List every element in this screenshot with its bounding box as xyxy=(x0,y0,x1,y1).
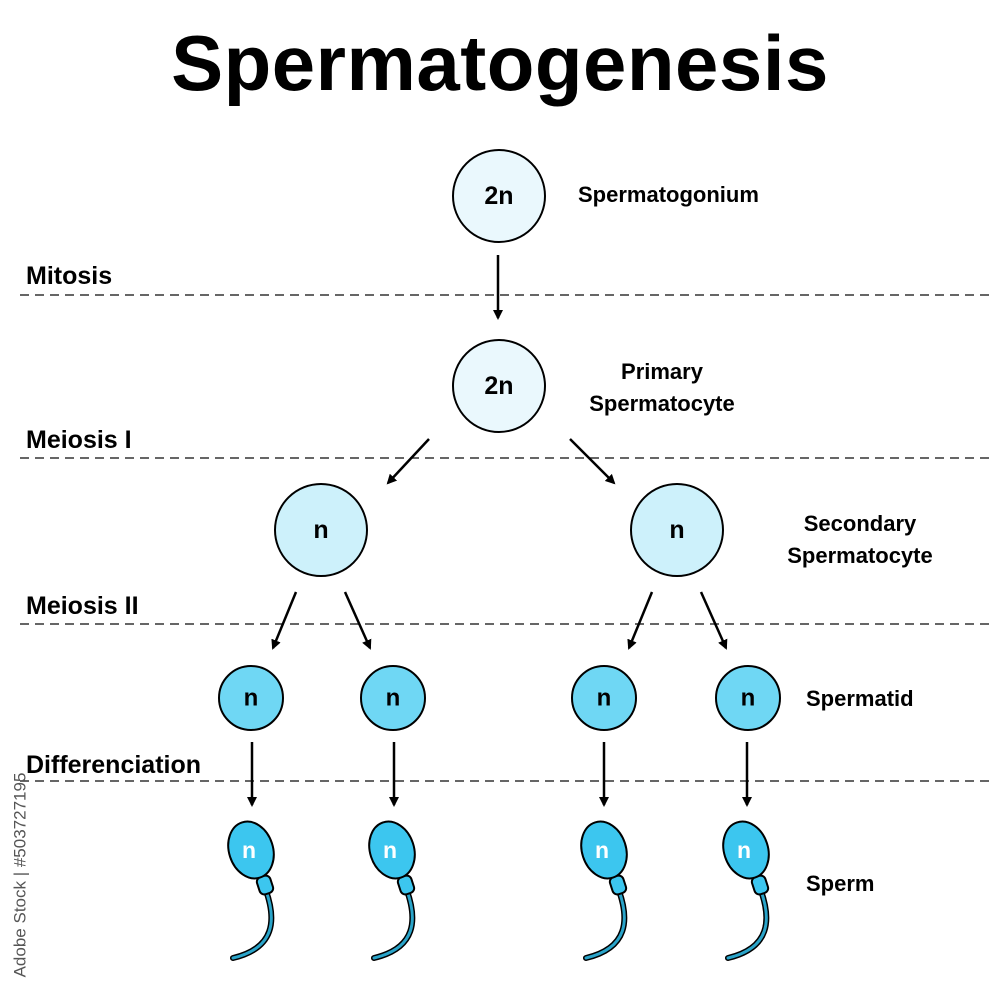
arrow-primary-to-secondary-right xyxy=(569,438,616,485)
ploidy-sperm-4: n xyxy=(737,837,751,863)
stage-label-meiosis-2: Meiosis II xyxy=(26,592,139,620)
label-secondary-line1: Secondary xyxy=(803,511,917,536)
stage-label-differenciation: Differenciation xyxy=(26,751,202,779)
stage-label-mitosis: Mitosis xyxy=(26,262,113,290)
cell-sperm-3: n xyxy=(580,820,628,961)
arrow-secondary-left-to-spermatid-2 xyxy=(343,591,372,650)
label-spermatid: Spermatid xyxy=(806,686,914,711)
cell-spermatid-1: n xyxy=(218,665,284,731)
ploidy-secondary-left: n xyxy=(313,516,328,544)
cell-primary-spermatocyte: 2n xyxy=(452,339,546,433)
sperm-tail-1 xyxy=(230,885,275,961)
ploidy-spermatogonium: 2n xyxy=(484,182,513,210)
ploidy-spermatid-2: n xyxy=(386,685,401,712)
sperm-head-3 xyxy=(580,820,628,880)
cell-sperm-1: n xyxy=(227,820,275,961)
arrow-secondary-left-to-spermatid-1 xyxy=(271,591,298,650)
sperm-head-1 xyxy=(227,820,275,880)
cell-spermatid-2: n xyxy=(360,665,426,731)
sperm-tail-4 xyxy=(725,885,770,961)
cell-secondary-spermatocyte-left: n xyxy=(274,483,368,577)
sperm-head-2 xyxy=(368,820,416,880)
arrow-primary-to-secondary-left xyxy=(386,438,430,485)
label-secondary-spermatocyte: Secondary Spermatocyte xyxy=(760,508,960,572)
stock-watermark: Adobe Stock | #503727195 xyxy=(8,765,32,990)
label-sperm: Sperm xyxy=(806,871,875,896)
label-primary-line2: Spermatocyte xyxy=(589,391,735,416)
ploidy-secondary-right: n xyxy=(669,516,684,544)
label-secondary-line2: Spermatocyte xyxy=(787,543,933,568)
sperm-head-4 xyxy=(722,820,770,880)
cell-spermatid-3: n xyxy=(571,665,637,731)
stage-label-meiosis-1: Meiosis I xyxy=(26,426,132,454)
cell-sperm-2: n xyxy=(368,820,416,961)
cell-secondary-spermatocyte-right: n xyxy=(630,483,724,577)
arrow-secondary-right-to-spermatid-4 xyxy=(699,591,728,650)
label-spermatogonium: Spermatogonium xyxy=(578,182,759,207)
watermark-text: Adobe Stock | #503727195 xyxy=(10,772,30,978)
label-primary-line1: Primary xyxy=(621,359,703,384)
cell-sperm-4: n xyxy=(722,820,770,961)
label-primary-spermatocyte: Primary Spermatocyte xyxy=(572,356,752,420)
ploidy-sperm-1: n xyxy=(242,837,256,863)
ploidy-spermatid-4: n xyxy=(741,685,756,712)
cell-spermatid-4: n xyxy=(715,665,781,731)
diagram-title: Spermatogenesis xyxy=(171,19,829,107)
cell-spermatogonium: 2n xyxy=(452,149,546,243)
sperm-tail-2 xyxy=(371,885,416,961)
ploidy-spermatid-3: n xyxy=(597,685,612,712)
sperm-tail-3 xyxy=(583,885,628,961)
ploidy-spermatid-1: n xyxy=(244,685,259,712)
ploidy-sperm-3: n xyxy=(595,837,609,863)
ploidy-primary: 2n xyxy=(484,372,513,400)
arrow-secondary-right-to-spermatid-3 xyxy=(627,591,654,650)
ploidy-sperm-2: n xyxy=(383,837,397,863)
